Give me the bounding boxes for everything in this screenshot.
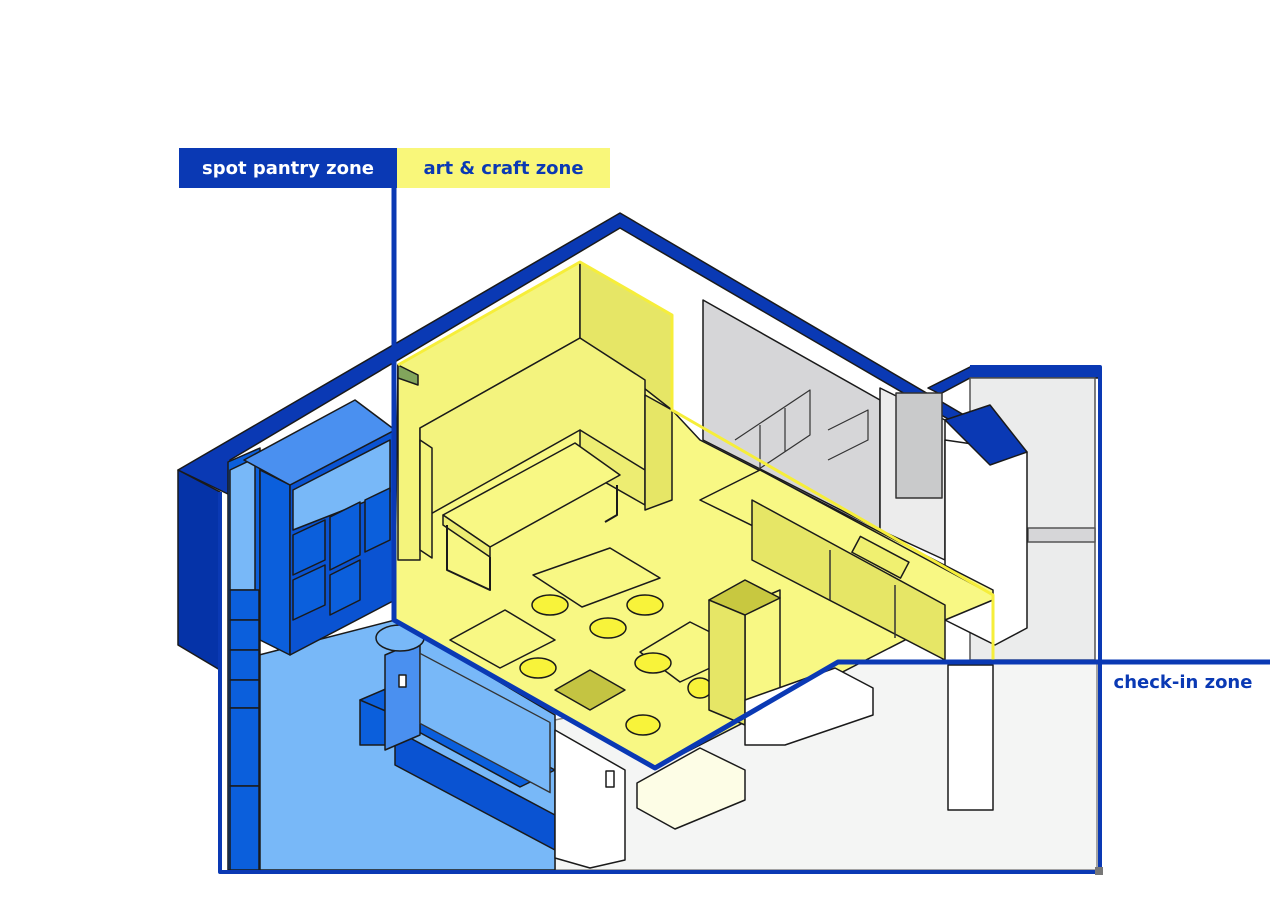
sink-basin [851, 535, 910, 579]
olive-block-top [554, 669, 626, 711]
pantry-shelf-side [259, 469, 291, 656]
desk-panel-light [419, 652, 551, 794]
pantry-leader-line [391, 150, 1270, 771]
yellow-stools [519, 594, 713, 736]
white-door-panel [554, 729, 626, 869]
door-handle [605, 770, 615, 788]
pantry-shelf-cubbies [292, 487, 391, 621]
pantry-wall-panel [229, 457, 256, 591]
desk-socket [398, 674, 407, 688]
tall-yellow-cabinet-side [708, 599, 746, 726]
pantry-wall-tiles [229, 589, 260, 871]
check-in-desk [384, 639, 421, 751]
stair-railing [734, 389, 869, 486]
art-craft-zone-label: art & craft zone [397, 148, 610, 188]
spot-pantry-zone-label: spot pantry zone [179, 148, 397, 188]
craft-zone-outline [397, 260, 995, 662]
tall-white-cabinet [947, 664, 994, 811]
craft-left-cabinet [419, 439, 433, 559]
tall-yellow-cabinet-top [708, 579, 781, 616]
column-cap [944, 404, 1028, 466]
checkin-window [1027, 527, 1096, 543]
left-outer-wall [177, 469, 221, 671]
craft-partition [644, 394, 673, 511]
counter-dividers [829, 550, 896, 638]
long-table-legs [446, 485, 618, 591]
green-corner-block [397, 364, 419, 386]
dining-tables [449, 547, 711, 683]
white-counter-right [744, 667, 874, 746]
check-in-zone-label: check-in zone [1113, 672, 1253, 693]
white-counter-low [636, 747, 746, 830]
window-frame [895, 392, 943, 499]
corner-marker [1095, 867, 1103, 875]
